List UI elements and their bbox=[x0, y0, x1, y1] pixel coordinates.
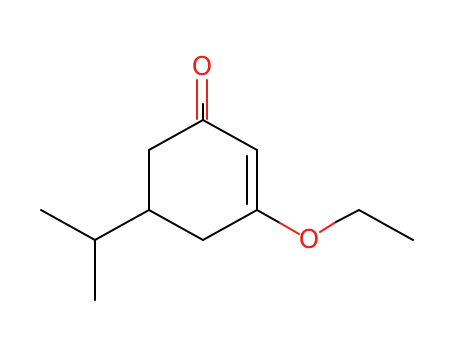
bond-o-ch2-black bbox=[335, 209, 360, 223]
bond-c5-ch bbox=[94, 209, 150, 241]
bond-ring-c4-c5 bbox=[148, 209, 204, 241]
bond-c3-o-black bbox=[256, 209, 281, 224]
atom-label-carbonyl-oxygen: O bbox=[192, 52, 212, 82]
bond-ring-c6-c1 bbox=[148, 119, 204, 151]
bond-ring-c3-c4 bbox=[202, 209, 258, 241]
bond-ch-ch3-left bbox=[40, 209, 96, 241]
bond-c3-o-red bbox=[279, 222, 300, 235]
bond-o-ch2-red bbox=[319, 221, 337, 233]
atom-label-ether-oxygen: O bbox=[299, 225, 319, 255]
bond-ch2-ch3 bbox=[358, 209, 414, 241]
bond-ring-c1-c2 bbox=[202, 119, 258, 151]
